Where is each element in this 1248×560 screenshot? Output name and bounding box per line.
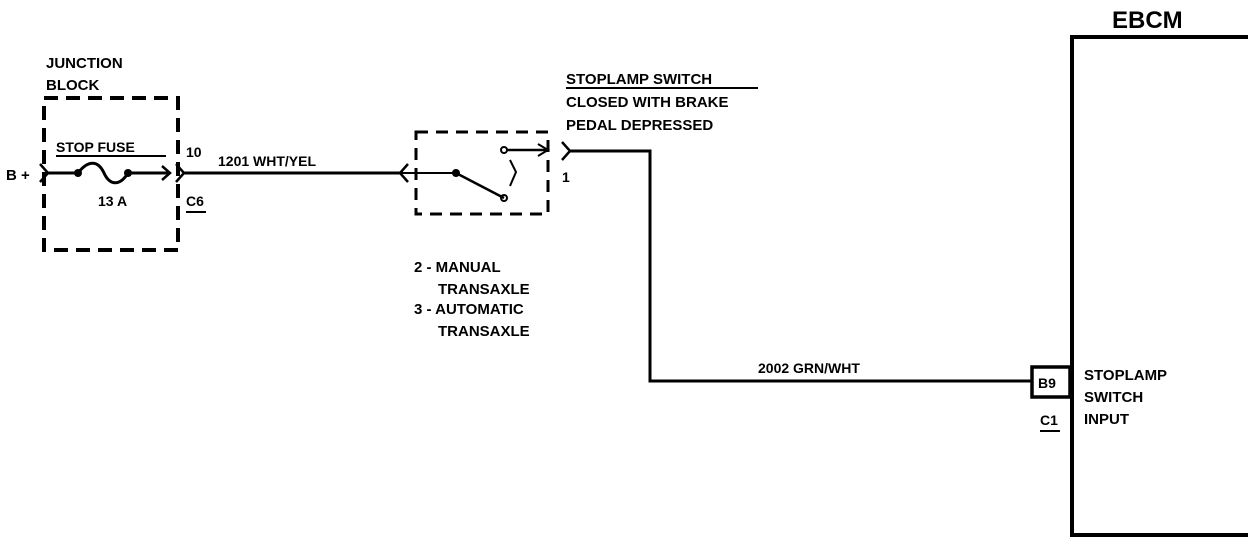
ebcm-input-label-line2: SWITCH bbox=[1084, 389, 1143, 406]
stoplamp-switch-desc-line2: PEDAL DEPRESSED bbox=[566, 117, 713, 134]
fuse-arrow-icon bbox=[161, 165, 172, 181]
switch-pin-number: 1 bbox=[562, 169, 570, 185]
switch-note-1-line1: 2 - MANUAL bbox=[414, 259, 501, 276]
fuse-rating: 13 A bbox=[98, 193, 127, 209]
switch-contact-high bbox=[500, 146, 508, 154]
switch-note-2-line1: 3 - AUTOMATIC bbox=[414, 301, 524, 318]
switch-output-chevron bbox=[561, 141, 572, 161]
junction-pin-number: 10 bbox=[186, 144, 202, 160]
ebcm-module-outline bbox=[1070, 35, 1248, 537]
ebcm-pin-id: B9 bbox=[1038, 375, 1056, 391]
ebcm-input-label-line1: STOPLAMP bbox=[1084, 367, 1167, 384]
switch-note-2-line2: TRANSAXLE bbox=[438, 323, 530, 340]
stop-fuse-label: STOP FUSE bbox=[56, 139, 135, 155]
junction-connector-id: C6 bbox=[186, 193, 204, 209]
ebcm-connector-id: C1 bbox=[1040, 412, 1058, 428]
switch-contact-low bbox=[500, 194, 508, 202]
junction-block-title-line1: JUNCTION bbox=[46, 55, 123, 72]
ebcm-pin-box bbox=[1030, 365, 1072, 399]
stoplamp-switch-desc-line1: CLOSED WITH BRAKE bbox=[566, 94, 729, 111]
wire-2002 bbox=[570, 149, 1032, 383]
wire-2002-label: 2002 GRN/WHT bbox=[758, 360, 860, 376]
ebcm-title: EBCM bbox=[1112, 7, 1183, 34]
switch-output-arrow-icon bbox=[537, 143, 550, 157]
wire-1201-label: 1201 WHT/YEL bbox=[218, 153, 316, 169]
switch-note-1-line2: TRANSAXLE bbox=[438, 281, 530, 298]
junction-block-title-line2: BLOCK bbox=[46, 77, 99, 94]
fuse-element-icon bbox=[76, 161, 130, 185]
switch-blade bbox=[455, 171, 505, 200]
switch-mechanism-icon bbox=[509, 159, 518, 187]
stoplamp-switch-title: STOPLAMP SWITCH bbox=[566, 71, 712, 88]
battery-supply-label: B + bbox=[6, 167, 30, 184]
junction-block-outline bbox=[42, 96, 180, 252]
ebcm-input-label-line3: INPUT bbox=[1084, 411, 1129, 428]
